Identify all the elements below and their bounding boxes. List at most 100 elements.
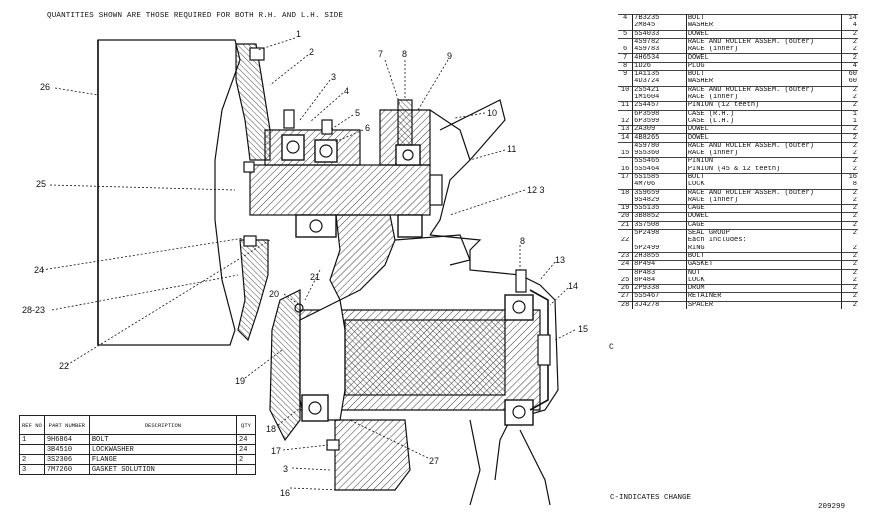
callout-5: 5 [355, 108, 361, 118]
cell-qty: 2 [852, 244, 857, 252]
cell-desc: PINION (12 teeth) [686, 101, 842, 111]
cell-ref: 9 [618, 70, 634, 79]
callout-11: 11 [507, 144, 517, 154]
cell-part: 6P3598 [632, 109, 687, 118]
cell-qty: 2 [841, 284, 858, 293]
cell-desc: BOLT [686, 251, 842, 261]
cell-part: 4H6534 [632, 53, 687, 63]
cell-part: 4S9783 [632, 46, 687, 54]
cell-ref: 17 [618, 172, 634, 182]
cell-part: 2S4457 [632, 101, 687, 111]
change-legend: C-INDICATES CHANGE [610, 494, 692, 502]
cell-ref: 25 [618, 276, 634, 285]
cell-ref: 24 [618, 260, 634, 269]
cell-qty: 2 [841, 204, 858, 213]
cell-qty: 2 [841, 268, 858, 277]
cell-ref: 18 [618, 188, 634, 197]
cell-desc: BOLT [686, 14, 842, 23]
cell-desc: DOWEL [686, 125, 842, 134]
cell-qty: 1 [852, 117, 857, 125]
callout-12: 12 3 [527, 185, 545, 195]
cell-part: 4D3724 [632, 78, 687, 87]
col-desc: DESCRIPTION [88, 415, 238, 435]
cell-qty: 2 [841, 260, 858, 269]
callout-28-23: 28-23 [22, 305, 46, 315]
upper-shaft [249, 164, 431, 216]
cell-qty: 2 [841, 300, 858, 309]
cell-ref: 15 [618, 150, 634, 158]
col-ref: REF NO [19, 415, 45, 435]
callout-1: 1 [296, 29, 302, 39]
cell-part: 2H3855 [632, 251, 687, 261]
cell-ref: 7 [618, 53, 634, 63]
callout-21: 21 [310, 272, 321, 282]
cell-ref: 8 [618, 61, 634, 71]
cell-ref [618, 157, 634, 166]
cell-desc: DRUM [686, 284, 842, 293]
cell-ref [618, 196, 634, 205]
cell-qty: 2 [852, 276, 857, 284]
table-row: 1 9H6864 BOLT 24 [19, 434, 256, 445]
cell-desc: Each Includes: [686, 237, 842, 245]
cell-qty: 8 [852, 181, 857, 189]
cell-part: 4S9782 [632, 37, 687, 47]
cell-qty: 2 [841, 37, 858, 47]
callout-9: 9 [447, 51, 453, 61]
cell-qty: 2 [841, 229, 858, 238]
callout-2: 2 [309, 47, 315, 57]
cell-qty: 2 [841, 101, 858, 111]
cell-desc: RACE (inner) [686, 150, 842, 158]
cell-qty: 4 [841, 61, 858, 71]
col-qty: QTY [236, 415, 256, 435]
cell-desc: CASE (R.H.) [686, 109, 842, 118]
case-outline [429, 99, 559, 481]
cell-ref: 12 [618, 117, 634, 126]
cell-part: 8P494 [632, 260, 687, 269]
cell-part: 1D26 [632, 61, 687, 71]
cell-part: 5S4033 [632, 29, 687, 39]
cell-part: 8P484 [632, 276, 687, 285]
cell-qty: 2 [852, 93, 857, 102]
callout-15: 15 [578, 324, 589, 334]
cell-qty: 16 [841, 172, 858, 182]
cell-part: 5S5464 [632, 165, 687, 174]
callout-19: 19 [235, 376, 246, 386]
cell-qty: 60 [848, 78, 857, 86]
cell-ref [618, 268, 634, 277]
cell-part: 5S5467 [632, 292, 687, 302]
cell-part: 3B8852 [632, 212, 687, 222]
cell-desc: RACE AND ROLLER ASSEM. (outer) [686, 37, 842, 47]
cell-part [632, 237, 687, 245]
cell-qty: 2 [852, 165, 857, 173]
cell-qty: 2 [852, 196, 857, 204]
callout-7: 7 [378, 49, 384, 59]
cell-ref: 22 [618, 237, 634, 245]
cell-ref [618, 109, 634, 118]
callout-24: 24 [34, 265, 45, 275]
callout-26: 26 [40, 82, 51, 92]
cell-ref [618, 244, 634, 253]
cell-qty: 2 [841, 53, 858, 63]
cell-desc: RACE (inner) [686, 196, 842, 205]
cell-desc: BOLT [686, 70, 842, 79]
cell-qty [841, 237, 858, 244]
